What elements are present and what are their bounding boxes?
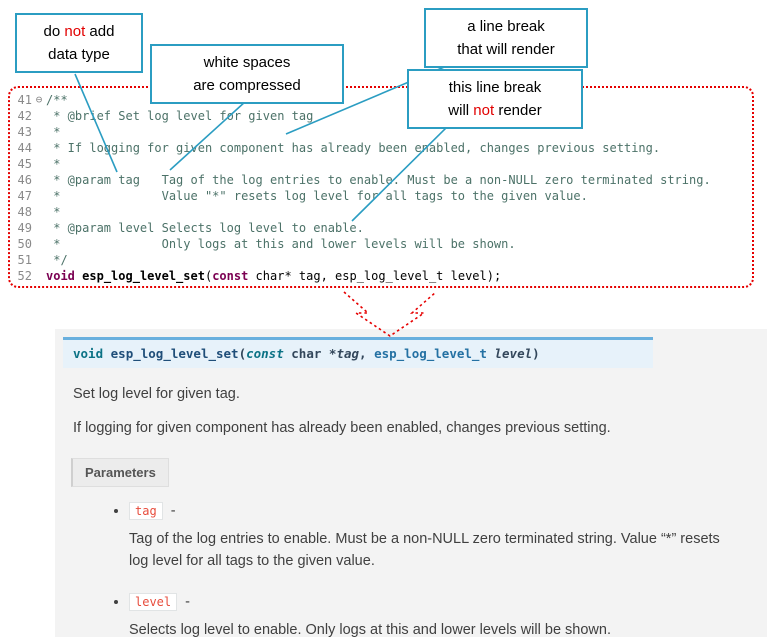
code-text: * <box>46 125 61 139</box>
parameter-item: tag - Tag of the log entries to enable. M… <box>129 502 767 572</box>
code-text: * <box>46 157 61 171</box>
code-line: 46 * @param tag Tag of the log entries t… <box>12 172 750 188</box>
callout-do-not-add-data-type: do not add data type <box>15 13 143 73</box>
callout-text-line: do not add <box>43 23 115 40</box>
code-editor-snippet: 41⊖/**42 * @brief Set log level for give… <box>8 86 754 288</box>
fold-gutter <box>32 268 46 284</box>
parameter-description: Tag of the log entries to enable. Must b… <box>129 531 720 569</box>
line-number: 41 <box>17 93 32 107</box>
code-line: 42 * @brief Set log level for given tag <box>12 108 750 124</box>
line-number: 46 <box>17 173 32 187</box>
line-number: 50 <box>17 237 32 251</box>
line-number: 45 <box>17 157 32 171</box>
code-text: * <box>46 205 61 219</box>
emphasized-word: not <box>64 23 86 40</box>
fold-gutter <box>32 252 46 268</box>
line-number: 44 <box>17 141 32 155</box>
function-signature: void esp_log_level_set(const char *tag, … <box>63 337 653 368</box>
parameters-heading: Parameters <box>71 458 169 487</box>
code-text: * @param tag Tag of the log entries to e… <box>46 173 711 187</box>
parameter-name-chip: level <box>129 593 178 611</box>
code-line: 45 * <box>12 156 750 172</box>
code-text: * If logging for given component has alr… <box>46 141 661 155</box>
line-number: 43 <box>17 125 32 139</box>
code-text: * Only logs at this and lower levels wil… <box>46 237 516 251</box>
emphasized-word: not <box>473 102 495 119</box>
fold-gutter <box>32 220 46 236</box>
code-text: void esp_log_level_set(const char* tag, … <box>46 269 502 283</box>
parameter-name-row: tag - <box>129 502 767 520</box>
code-text: * Value "*" resets log level for all tag… <box>46 189 588 203</box>
fold-gutter <box>32 188 46 204</box>
line-number: 47 <box>17 189 32 203</box>
line-number: 42 <box>17 109 32 123</box>
fold-gutter <box>32 124 46 140</box>
line-number: 48 <box>17 205 32 219</box>
line-number: 51 <box>17 253 32 267</box>
signature-code: void esp_log_level_set(const char *tag, … <box>73 346 540 361</box>
parameter-name-chip: tag <box>129 502 163 520</box>
callout-white-spaces-compressed: white spaces are compressed <box>150 44 344 104</box>
rendered-docs-panel: void esp_log_level_set(const char *tag, … <box>55 329 767 637</box>
code-line: 49 * @param level Selects log level to e… <box>12 220 750 236</box>
parameter-list: tag - Tag of the log entries to enable. M… <box>55 502 767 637</box>
code-line: 48 * <box>12 204 750 220</box>
callout-text-line: a line break <box>467 18 545 35</box>
fold-gutter <box>32 140 46 156</box>
callout-line-break-that-will-render: a line break that will render <box>424 8 588 68</box>
callout-text-line: data type <box>48 46 110 63</box>
callout-text-line: white spaces <box>203 54 291 71</box>
line-number: 52 <box>17 269 32 283</box>
code-line: 41⊖/** <box>12 92 750 108</box>
parameter-separator: - <box>181 594 190 610</box>
code-text: * @param level Selects log level to enab… <box>46 221 364 235</box>
parameter-name-row: level - <box>129 593 767 611</box>
code-line: 50 * Only logs at this and lower levels … <box>12 236 750 252</box>
code-line: 52 void esp_log_level_set(const char* tag… <box>12 268 750 284</box>
fold-gutter <box>32 204 46 220</box>
callout-line-break-will-not-render: this line break will not render <box>407 69 583 129</box>
code-line: 43 * <box>12 124 750 140</box>
code-line: 47 * Value "*" resets log level for all … <box>12 188 750 204</box>
fold-collapse-icon[interactable]: ⊖ <box>35 93 43 106</box>
parameter-description: Selects log level to enable. Only logs a… <box>129 622 611 637</box>
parameter-item: level - Selects log level to enable. Only… <box>129 593 767 637</box>
callout-text-line: are compressed <box>193 77 301 94</box>
code-lines: 41⊖/**42 * @brief Set log level for give… <box>12 92 750 284</box>
brief-description: Set log level for given tag. <box>73 386 240 402</box>
line-number: 49 <box>17 221 32 235</box>
code-text: */ <box>46 253 68 267</box>
callout-text-line: will not render <box>448 102 542 119</box>
fold-gutter <box>32 108 46 124</box>
fold-gutter <box>32 236 46 252</box>
parameter-separator: - <box>166 503 176 519</box>
callout-text-line: that will render <box>457 41 555 58</box>
detailed-description: If logging for given component has alrea… <box>73 420 611 436</box>
code-line: 44 * If logging for given component has … <box>12 140 750 156</box>
code-line: 51 */ <box>12 252 750 268</box>
code-text: * @brief Set log level for given tag <box>46 109 314 123</box>
callout-text-line: this line break <box>448 79 542 96</box>
fold-gutter <box>32 156 46 172</box>
code-text: /** <box>46 93 68 107</box>
fold-gutter <box>32 172 46 188</box>
